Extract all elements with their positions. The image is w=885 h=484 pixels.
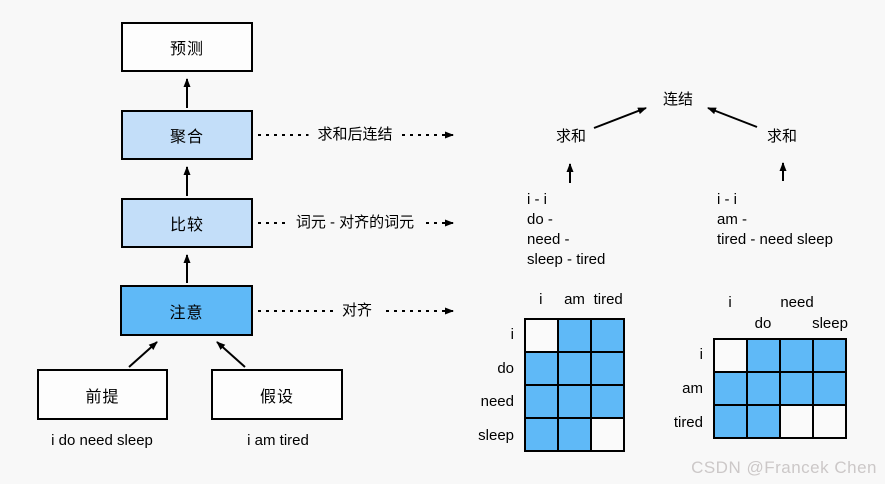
attention-cell-active bbox=[747, 405, 780, 438]
premise-label: 前提 bbox=[85, 388, 120, 406]
arrow-premise-to-attend bbox=[128, 341, 158, 368]
list-item: tired - need sleep bbox=[717, 231, 833, 248]
list-item: tired bbox=[673, 413, 703, 431]
compare-label: 比较 bbox=[169, 217, 204, 234]
aggregate-note: 求和后连结 bbox=[308, 125, 402, 145]
arrow-sumleft-to-concat bbox=[593, 107, 647, 129]
right-matrix-col-label-sleep: sleep bbox=[812, 315, 848, 332]
attention-cell-active bbox=[591, 319, 624, 352]
list-item: do - bbox=[527, 211, 553, 228]
aggregate-label: 聚合 bbox=[169, 129, 204, 146]
attention-matrix-right bbox=[713, 338, 847, 439]
attend-label: 注意 bbox=[169, 304, 204, 322]
list-item: i bbox=[539, 291, 543, 308]
attention-cell-active bbox=[558, 319, 591, 352]
left-matrix-row-labels: i do need sleep bbox=[434, 318, 514, 452]
right-matrix-col-label-do: do bbox=[754, 315, 772, 332]
attention-cell-inactive bbox=[591, 418, 624, 451]
attention-cell-active bbox=[525, 385, 558, 418]
predict-box: 预测 bbox=[121, 22, 253, 72]
list-item: need bbox=[480, 393, 514, 411]
attention-cell-active bbox=[747, 372, 780, 405]
list-item: i bbox=[510, 326, 514, 344]
right-matrix-row-labels: i am tired bbox=[633, 338, 703, 439]
aligned-pairs-right: i - i am - tired - need sleep bbox=[717, 190, 833, 250]
attention-cell-active bbox=[813, 372, 846, 405]
aligned-pairs-left: i - i do - need - sleep - tired bbox=[527, 190, 605, 270]
attention-cell-active bbox=[813, 339, 846, 372]
attention-cell-active bbox=[558, 352, 591, 385]
attend-box: 注意 bbox=[120, 285, 253, 336]
attention-cell-active bbox=[747, 339, 780, 372]
sum-right-label: 求和 bbox=[766, 128, 798, 145]
list-item: sleep - tired bbox=[527, 251, 606, 268]
list-item: do bbox=[497, 359, 514, 377]
list-item: i - i bbox=[527, 191, 547, 208]
attention-matrix-left bbox=[524, 318, 625, 452]
right-matrix-col-label-i: i bbox=[728, 294, 732, 311]
attention-cell-active bbox=[780, 372, 813, 405]
attention-cell-inactive bbox=[714, 339, 747, 372]
attention-cell-active bbox=[714, 372, 747, 405]
attention-cell-active bbox=[525, 352, 558, 385]
attend-note: 对齐 bbox=[332, 301, 382, 321]
premise-tokens: i do need sleep bbox=[51, 432, 153, 449]
hypothesis-box: 假设 bbox=[211, 369, 343, 420]
hypothesis-tokens: i am tired bbox=[247, 432, 309, 449]
attention-cell-active bbox=[591, 385, 624, 418]
aggregate-box: 聚合 bbox=[121, 110, 253, 160]
predict-label: 预测 bbox=[169, 41, 204, 58]
attention-cell-active bbox=[714, 405, 747, 438]
premise-box: 前提 bbox=[37, 369, 168, 420]
attention-cell-inactive bbox=[525, 319, 558, 352]
attention-cell-active bbox=[525, 418, 558, 451]
list-item: need - bbox=[527, 231, 570, 248]
arrow-sumright-to-concat bbox=[707, 107, 758, 128]
right-matrix-col-label-need: need bbox=[780, 294, 814, 311]
attention-cell-active bbox=[558, 418, 591, 451]
attention-cell-inactive bbox=[780, 405, 813, 438]
attention-cell-active bbox=[558, 385, 591, 418]
watermark: CSDN @Francek Chen bbox=[691, 458, 877, 477]
attention-cell-active bbox=[780, 339, 813, 372]
list-item: tired bbox=[593, 291, 623, 308]
attention-cell-inactive bbox=[813, 405, 846, 438]
sum-left-label: 求和 bbox=[555, 128, 587, 145]
list-item: sleep bbox=[478, 426, 514, 444]
list-item: i - i bbox=[717, 191, 737, 208]
attention-cell-active bbox=[591, 352, 624, 385]
hypothesis-label: 假设 bbox=[259, 388, 294, 406]
list-item: i bbox=[699, 346, 703, 364]
compare-note: 词元 - 对齐的词元 bbox=[286, 213, 424, 233]
list-item: am bbox=[564, 291, 585, 308]
arrow-hypothesis-to-attend bbox=[216, 341, 246, 368]
list-item: am - bbox=[717, 211, 747, 228]
list-item: am bbox=[682, 380, 703, 397]
concat-label: 连结 bbox=[662, 91, 694, 108]
compare-box: 比较 bbox=[121, 198, 253, 248]
